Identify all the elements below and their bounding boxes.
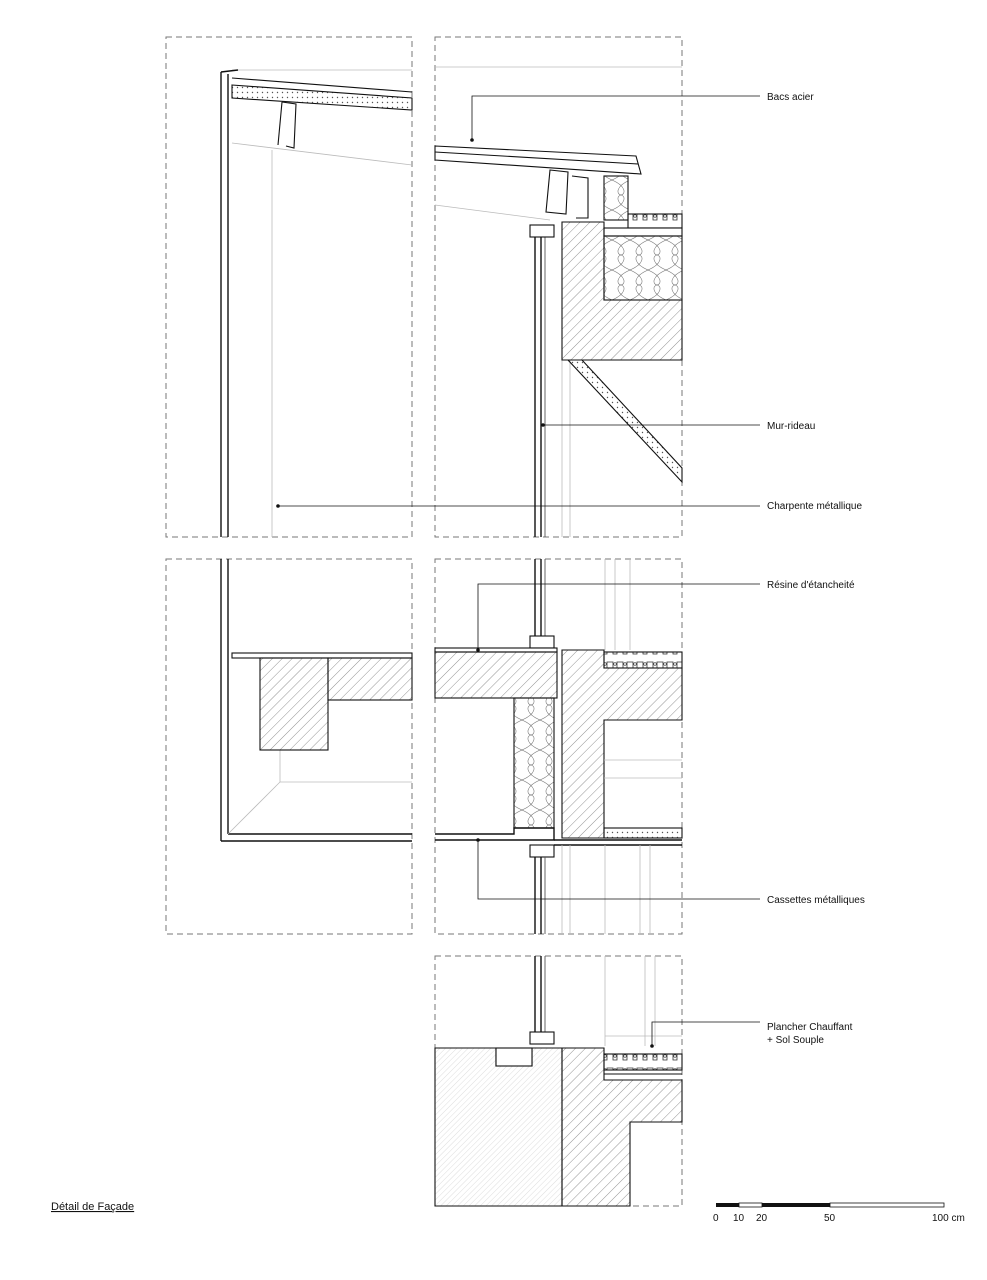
leader-plancher [650,1021,760,1048]
frame-top-right [434,36,683,538]
scale-tick-20: 20 [756,1213,768,1224]
label-mur-rideau: Mur-rideau [767,421,815,432]
mid-left-floor-section [220,559,413,842]
label-bacs-acier: Bacs acier [767,92,814,103]
scale-tick-50: 50 [824,1213,836,1224]
leader-charpente [276,504,760,508]
scale-bar [716,1202,945,1208]
top-left-roof-section [220,69,413,537]
leader-mur-rideau [541,423,760,427]
label-cassettes: Cassettes métalliques [767,895,865,906]
bottom-ground-section [434,956,683,1207]
label-resine: Résine d'étancheité [767,580,855,591]
scale-tick-10: 10 [733,1213,745,1224]
label-plancher-line1: Plancher Chauffant [767,1022,853,1033]
scale-tick-100: 100 cm [932,1213,965,1224]
leader-bacs-acier [470,95,760,142]
frame-mid-left [165,558,413,935]
drawing-title: Détail de Façade [51,1201,134,1213]
mid-right-floor-section [434,559,683,934]
top-right-roof-section [434,66,683,537]
frame-mid-right [434,558,683,935]
label-plancher-line2: + Sol Souple [767,1035,824,1046]
leader-cassettes [476,838,760,900]
label-charpente: Charpente métallique [767,501,862,512]
scale-tick-0: 0 [713,1213,719,1224]
frame-top-left [165,36,413,538]
leader-resine [476,583,760,652]
